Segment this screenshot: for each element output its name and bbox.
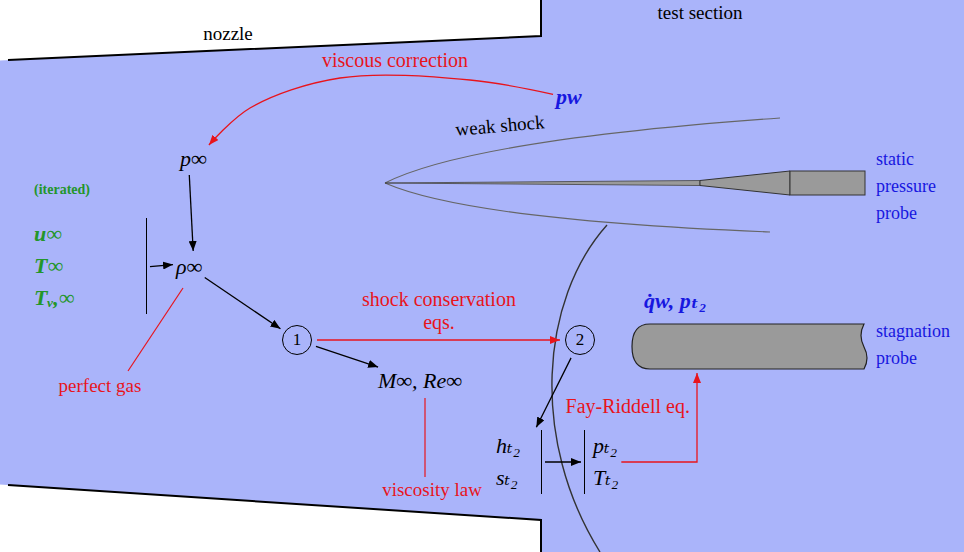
flow-arrow — [209, 75, 553, 145]
text-block: (iterated) — [34, 180, 147, 198]
quantity-label: (iterated) — [34, 182, 90, 197]
text-block: p∞ — [180, 146, 207, 172]
bow-shock-line — [552, 225, 607, 552]
measured-quantity: pw — [556, 84, 582, 110]
state-number-circle: 1 — [282, 325, 312, 355]
flow-parameters: M∞, Re∞ — [378, 368, 462, 394]
quantity-label: pₜ₂ Tₜ₂ — [593, 430, 618, 494]
stagnation-probe: q̇w, pₜ₂ — [630, 286, 868, 370]
weak-shock-line — [385, 118, 780, 183]
flow-arrow — [621, 373, 697, 462]
state-number-circle: 2 — [565, 325, 595, 355]
quantity-label: u∞ T∞ Tᵥ,∞ — [34, 218, 74, 314]
callout-number: 1 — [293, 330, 302, 349]
bracket-group: q̇w, pₜ₂ — [630, 286, 868, 314]
text-block: 1 — [293, 331, 302, 349]
probe-label: static pressure probe — [876, 146, 936, 227]
edge-label: viscous correction — [322, 49, 468, 72]
edge-label: shock conservation eqs. — [354, 288, 524, 334]
section-label: test section — [658, 2, 743, 24]
leader-line — [128, 288, 183, 371]
callout-number: 2 — [576, 330, 585, 349]
flow-arrow — [150, 265, 173, 267]
text-block: M∞, Re∞ — [378, 368, 462, 394]
state-variable: p∞ — [180, 146, 207, 172]
edge-label: Fay-Riddell eq. — [566, 395, 690, 418]
model-label: viscosity law — [382, 479, 482, 501]
leader-line — [424, 398, 425, 477]
state-variable: ρ∞ — [176, 254, 202, 280]
probe-label: stagnation probe — [876, 318, 950, 372]
flow-arrow — [317, 339, 560, 340]
iterated-inputs: (iterated) u∞ T∞ Tᵥ,∞ — [34, 180, 147, 314]
quantity-label: q̇w, pₜ₂ — [644, 288, 707, 313]
stagnation-state: pₜ₂ Tₜ₂ — [584, 430, 618, 494]
text-block: ρ∞ — [176, 254, 202, 280]
probe-cone — [700, 171, 790, 195]
text-block: 2 — [576, 331, 585, 349]
stagnation-state: hₜ₂ sₜ₂ — [496, 430, 542, 494]
weak-shock-line — [385, 183, 770, 232]
flow-arrow — [536, 358, 571, 427]
probe-body — [790, 171, 865, 195]
bracket-group: pₜ₂ Tₜ₂ — [584, 430, 618, 494]
flow-arrow — [189, 175, 193, 251]
flow-arrow — [205, 278, 281, 329]
quantity-label: pw — [556, 84, 582, 109]
bracket-group: u∞ T∞ Tᵥ,∞ — [34, 218, 147, 314]
quantity-label: hₜ₂ sₜ₂ — [496, 430, 520, 494]
quantity-label: ρ∞ — [176, 254, 202, 279]
flow-arrow — [545, 461, 581, 462]
text-block: pw — [556, 84, 582, 110]
model-label: perfect gas — [59, 375, 142, 397]
flow-arrow — [316, 346, 378, 367]
probe-needle — [385, 181, 700, 186]
quantity-label: M∞, Re∞ — [378, 368, 462, 393]
probe-cylinder — [632, 324, 867, 369]
section-label: nozzle — [203, 23, 253, 45]
bracket-group: hₜ₂ sₜ₂ — [496, 430, 542, 494]
quantity-label: p∞ — [180, 146, 207, 171]
